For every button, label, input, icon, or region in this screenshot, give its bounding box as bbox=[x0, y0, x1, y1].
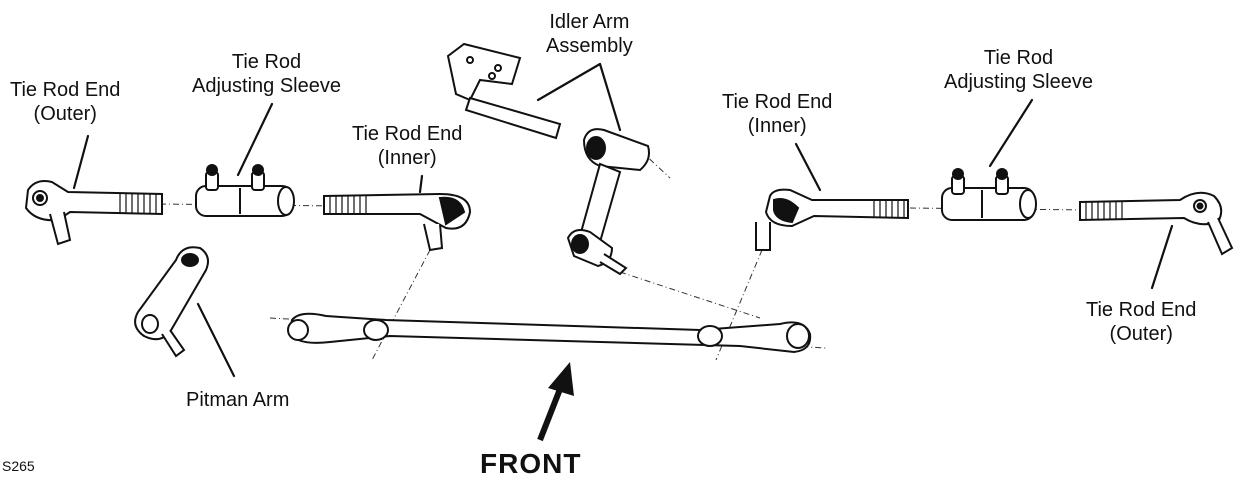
front-direction-label: FRONT bbox=[480, 448, 582, 479]
tie-rod-end-inner-left-part bbox=[323, 192, 472, 252]
tie-rod-end-outer-left-part bbox=[24, 180, 163, 246]
leader-outer-right bbox=[1150, 224, 1174, 290]
label-tie-rod-end-outer-left: Tie Rod End (Outer) bbox=[10, 79, 121, 125]
leader-sleeve-right bbox=[988, 98, 1034, 168]
adjusting-sleeve-left-part bbox=[195, 164, 295, 217]
label-tie-rod-end-inner-right: Tie Rod End (Inner) bbox=[722, 91, 833, 137]
pitman-arm-part bbox=[134, 246, 209, 358]
leader-inner-right bbox=[794, 142, 822, 192]
figure-code: S265 bbox=[2, 458, 35, 474]
leader-outer-left bbox=[72, 134, 90, 190]
leader-sleeve-left bbox=[236, 102, 274, 177]
label-tie-rod-end-inner-left: Tie Rod End (Inner) bbox=[352, 123, 463, 169]
center-link-part bbox=[287, 312, 812, 354]
axis-left-tierod bbox=[159, 203, 341, 207]
axis-idler-down bbox=[619, 271, 761, 319]
label-idler-arm-assembly: Idler Arm Assembly bbox=[546, 11, 633, 57]
leader-inner-left bbox=[418, 174, 424, 194]
leader-idler-b bbox=[598, 62, 622, 132]
leader-pitman bbox=[196, 302, 236, 378]
tie-rod-end-outer-right-part bbox=[1079, 191, 1234, 256]
leader-idler-a bbox=[536, 62, 602, 102]
tie-rod-end-inner-right-part bbox=[755, 188, 909, 251]
label-pitman-arm: Pitman Arm bbox=[186, 389, 290, 411]
axis-inner-left-down bbox=[371, 249, 431, 361]
label-adjusting-sleeve-left: Tie Rod Adjusting Sleeve bbox=[192, 51, 341, 97]
idler-arm-assembly-part bbox=[446, 42, 650, 276]
adjusting-sleeve-right-part bbox=[941, 168, 1037, 221]
front-arrow-icon bbox=[537, 362, 574, 442]
label-tie-rod-end-outer-right: Tie Rod End (Outer) bbox=[1086, 299, 1197, 345]
label-adjusting-sleeve-right: Tie Rod Adjusting Sleeve bbox=[944, 47, 1093, 93]
axis-right-tierod bbox=[909, 207, 1091, 211]
